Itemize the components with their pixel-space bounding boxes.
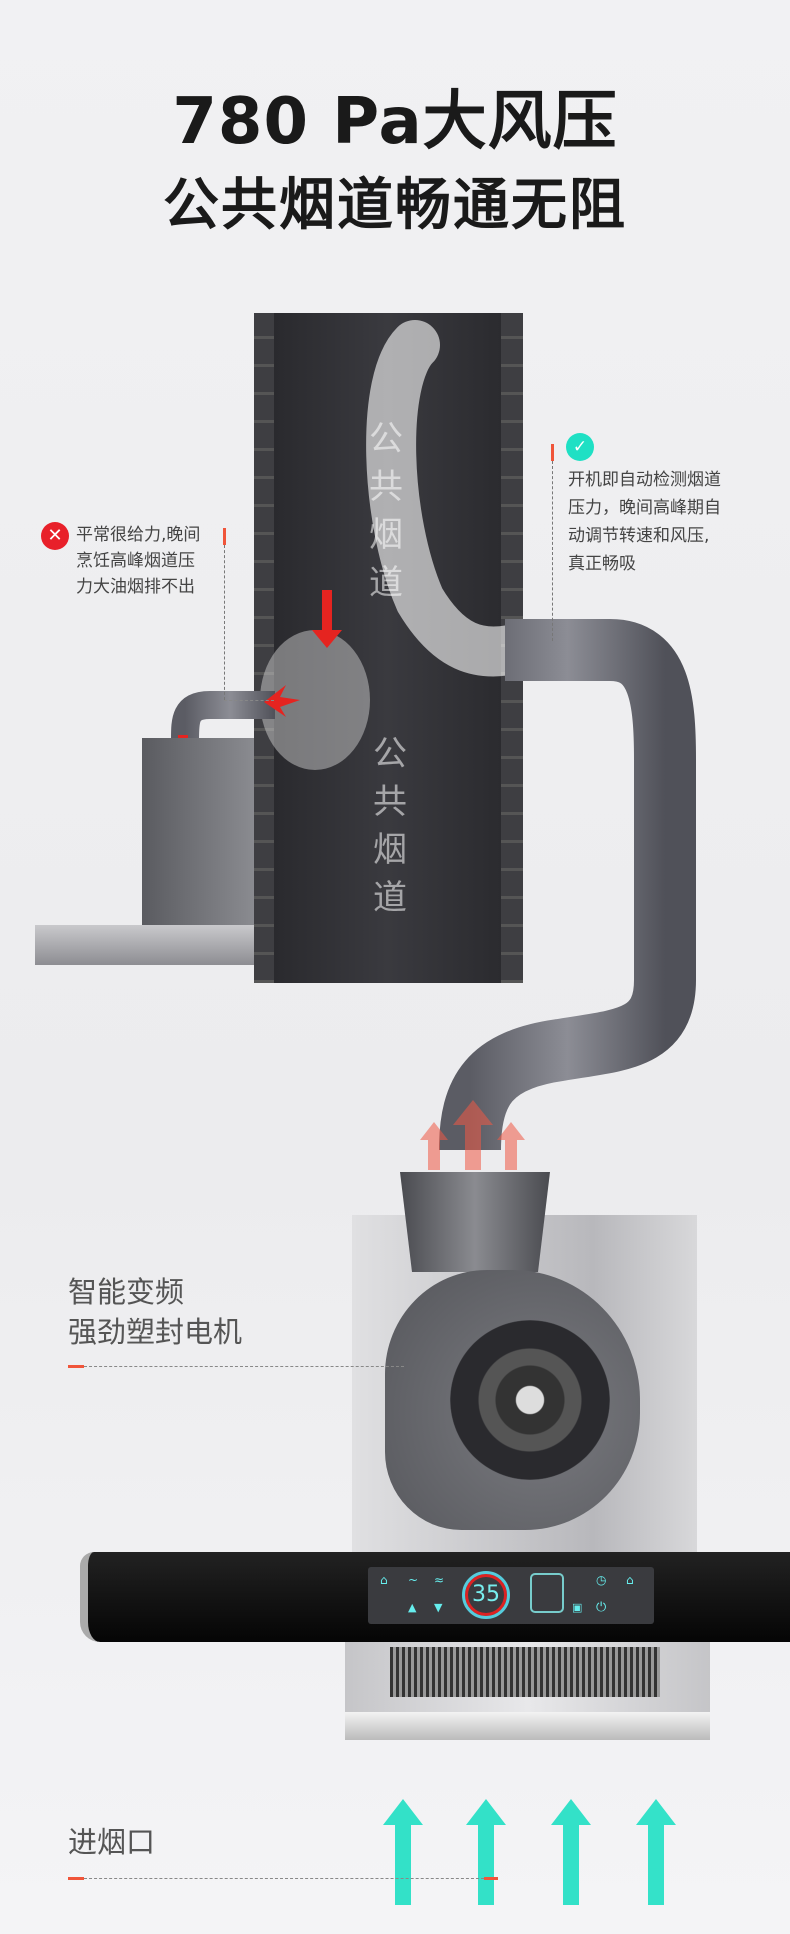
smoke-plume xyxy=(366,320,535,677)
motor-fan xyxy=(450,1320,610,1480)
chimney-label-top: 公共烟道 xyxy=(369,419,403,603)
control-panel: ⌂ ~ ≈ ▲ ▼ 35 ◷ ⌂ ▣ ⏻ xyxy=(368,1567,654,1624)
clock-display xyxy=(530,1573,564,1613)
clean-icon[interactable]: ⌂ xyxy=(626,1573,634,1587)
bad-note-line: 平常很给力,晚间 xyxy=(76,525,201,545)
right-flex-pipe xyxy=(439,619,696,1151)
exhaust-arrows xyxy=(420,1100,525,1170)
settings-icon[interactable]: ▣ xyxy=(572,1601,583,1614)
motor-label-marker xyxy=(68,1365,84,1368)
fan-low-icon[interactable]: ~ xyxy=(408,1573,419,1587)
good-note-line: 压力，晚间高峰期自 xyxy=(568,498,721,518)
intake-label-marker xyxy=(68,1877,84,1880)
bad-note-leader xyxy=(224,545,225,700)
bad-note-line: 烹饪高峰烟道压 xyxy=(76,551,195,571)
up-arrow-icon[interactable]: ▲ xyxy=(408,1601,417,1614)
bad-note: 平常很给力,晚间 烹饪高峰烟道压 力大油烟排不出 xyxy=(76,522,226,600)
timer-icon[interactable]: ◷ xyxy=(596,1573,607,1587)
intake-arrows-lower xyxy=(383,1799,676,1905)
motor-outlet xyxy=(400,1172,550,1272)
motor-label-leader xyxy=(84,1366,404,1367)
good-note-line: 真正畅吸 xyxy=(568,554,636,574)
left-flex-pipe xyxy=(171,691,275,741)
old-hood-body xyxy=(142,738,254,925)
good-note-line: 开机即自动检测烟道 xyxy=(568,470,721,490)
old-hood-base xyxy=(35,925,254,965)
good-note-leader xyxy=(552,461,553,641)
intake-label: 进烟口 xyxy=(68,1825,156,1859)
good-note-marker xyxy=(551,444,554,461)
good-note: 开机即自动检测烟道 压力，晚间高峰期自 动调节转速和风压, 真正畅吸 xyxy=(568,466,768,578)
headline-line1: 780 Pa大风压 xyxy=(172,85,618,159)
good-note-line: 动调节转速和风压, xyxy=(568,526,710,546)
headline-line2: 公共烟道畅通无阻 xyxy=(163,173,627,238)
grease-filter xyxy=(390,1647,660,1697)
chimney-label-bottom: 公共烟道 xyxy=(373,734,407,918)
bad-note-marker xyxy=(223,528,226,545)
motor-label-line: 智能变频 xyxy=(68,1275,185,1309)
intake-label-end-marker xyxy=(484,1877,498,1880)
motor-label-line: 强劲塑封电机 xyxy=(68,1315,243,1349)
intake-label-leader xyxy=(84,1878,484,1879)
speed-display: 35 xyxy=(462,1571,510,1619)
hood-filter-area xyxy=(345,1642,710,1712)
x-circle-icon: ✕ xyxy=(41,522,69,550)
hood-bottom-trim xyxy=(345,1712,710,1740)
bad-note-leader-h xyxy=(224,700,274,701)
fan-high-icon[interactable]: ≈ xyxy=(434,1573,445,1587)
check-circle-icon: ✓ xyxy=(566,433,594,461)
smoke-cloud xyxy=(260,630,370,770)
down-arrow-icon[interactable]: ▼ xyxy=(434,1601,443,1614)
motor-label: 智能变频 强劲塑封电机 xyxy=(68,1272,242,1352)
power-icon[interactable]: ⏻ xyxy=(596,1600,607,1615)
light-icon[interactable]: ⌂ xyxy=(380,1573,388,1587)
bad-note-line: 力大油烟排不出 xyxy=(76,577,195,597)
chimney-wall-left xyxy=(254,313,276,983)
